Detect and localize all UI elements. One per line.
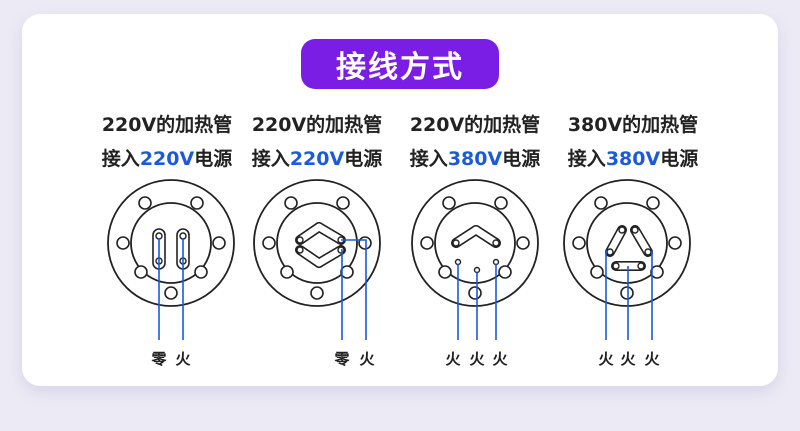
voltage-value: 380V (605, 148, 661, 170)
power-supply-label-2: 接入220V电源 (251, 148, 383, 170)
voltage-value: 220V (289, 148, 345, 170)
wire-label: 火 (620, 350, 636, 368)
wire-label: 火 (359, 350, 375, 368)
heater-rating-label-4: 380V的加热管 (567, 114, 699, 136)
page-title: 接线方式 (301, 39, 499, 89)
power-supply-label-3: 接入380V电源 (409, 148, 541, 170)
heater-rating-label-2: 220V的加热管 (251, 114, 383, 136)
wire-label: 火 (175, 350, 191, 368)
wire-label: 零 (333, 350, 350, 368)
flange-diagram-3: 火 火 火 (411, 179, 539, 368)
voltage-value: 380V (447, 148, 503, 170)
wire-label: 火 (644, 350, 660, 368)
wire-label: 火 (469, 350, 485, 368)
flange-diagram-1: 零 火 (107, 179, 235, 368)
wire-label: 火 (598, 350, 614, 368)
wire-label: 火 (445, 350, 461, 368)
voltage-value: 220V (139, 148, 195, 170)
power-supply-label-1: 接入220V电源 (101, 148, 233, 170)
heater-rating-label-3: 220V的加热管 (409, 114, 541, 136)
wire-label: 火 (492, 350, 508, 368)
flange-diagram-2: 零 火 (253, 179, 381, 368)
wire-label: 零 (150, 350, 167, 368)
power-supply-label-4: 接入380V电源 (567, 148, 699, 170)
flange-diagram-4: 火 火 火 (563, 179, 691, 368)
heater-rating-label-1: 220V的加热管 (101, 114, 233, 136)
